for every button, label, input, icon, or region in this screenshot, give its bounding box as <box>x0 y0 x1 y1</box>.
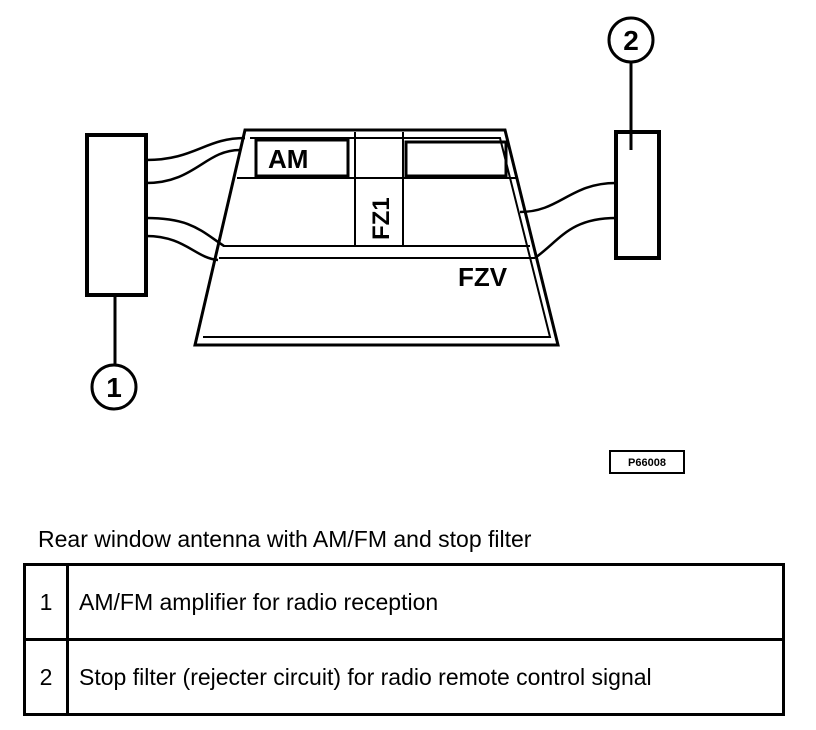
legend-row: 2 Stop filter (rejecter circuit) for rad… <box>23 638 785 716</box>
wire-1a <box>145 136 246 162</box>
callout-1-circle <box>90 363 138 411</box>
legend-description: Stop filter (rejecter circuit) for radio… <box>66 638 785 716</box>
am-box <box>254 138 350 178</box>
figure-caption: Rear window antenna with AM/FM and stop … <box>38 526 532 552</box>
wire-1c <box>145 216 225 248</box>
legend-description: AM/FM amplifier for radio reception <box>66 563 785 641</box>
callout-2-circle <box>607 16 655 64</box>
legend-number: 1 <box>23 563 69 641</box>
legend-number: 2 <box>23 638 69 716</box>
legend-row: 1 AM/FM amplifier for radio reception <box>23 563 785 641</box>
antenna-diagram: AM FZ1 FZV 1 2 P66008 <box>85 16 685 474</box>
wire-2b <box>534 216 617 260</box>
amplifier-box <box>85 133 148 297</box>
callout-1-number: 1 <box>106 372 122 403</box>
figure-code-box <box>609 450 685 474</box>
fz1-label: FZ1 <box>368 197 395 240</box>
figure-code: P66008 <box>628 457 666 469</box>
rear-window-inner-outline <box>203 137 552 338</box>
fzv-label: FZV <box>458 262 508 292</box>
wire-1d <box>145 234 219 262</box>
legend-table: 1 AM/FM amplifier for radio reception 2 … <box>23 563 785 716</box>
rear-window-outline <box>193 128 560 347</box>
wire-2a <box>519 181 617 214</box>
wire-1b <box>145 148 241 185</box>
right-upper-box <box>404 140 508 178</box>
stop-filter-box <box>614 130 661 260</box>
am-label: AM <box>268 144 308 174</box>
callout-2-number: 2 <box>623 25 639 56</box>
